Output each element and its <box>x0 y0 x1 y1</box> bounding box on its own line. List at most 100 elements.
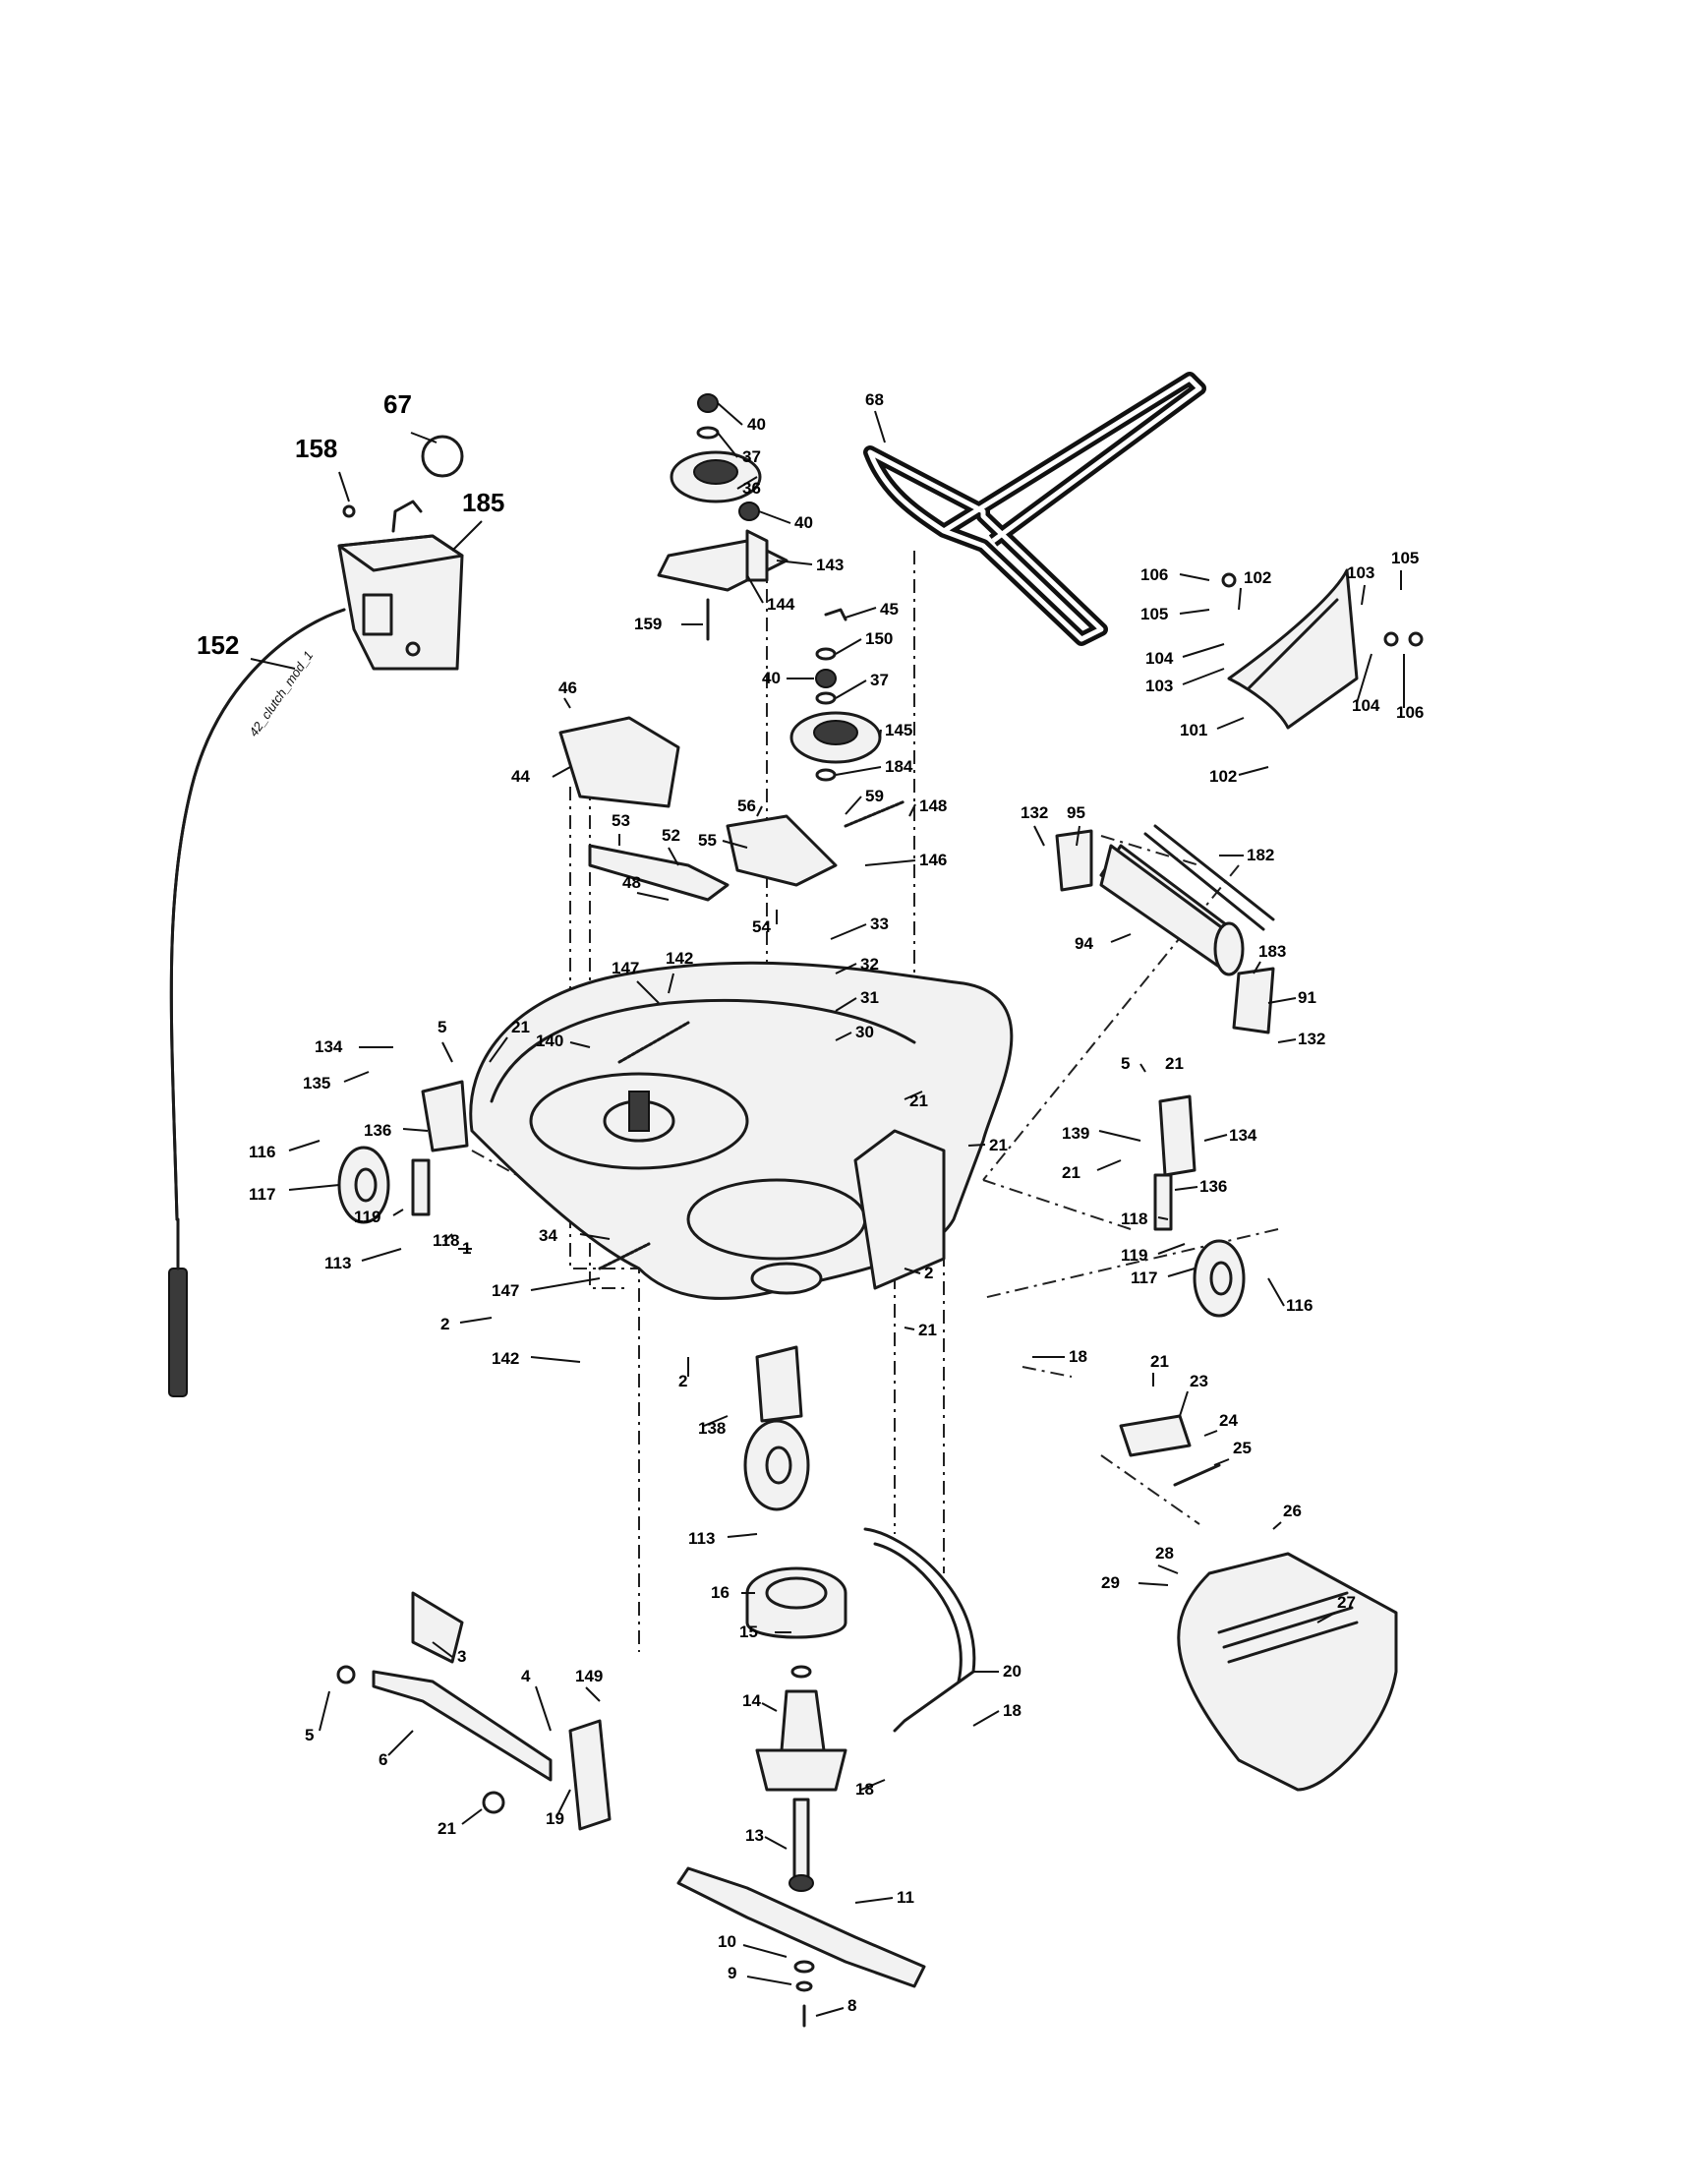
mower-blade <box>676 1866 926 1988</box>
part-callout-32: 32 <box>860 955 879 974</box>
spindle-assembly <box>745 1566 847 1892</box>
part-callout-116: 116 <box>1286 1296 1313 1315</box>
callout-leader <box>1110 933 1132 943</box>
callout-leader <box>835 963 857 974</box>
mulch-cover <box>1177 1552 1398 1792</box>
part-callout-118: 118 <box>1121 1210 1147 1228</box>
part-callout-104: 104 <box>1145 649 1174 668</box>
part-callout-27: 27 <box>1337 1593 1356 1612</box>
part-callout-53: 53 <box>612 811 630 830</box>
callout-leader <box>563 697 571 709</box>
part-callout-52: 52 <box>662 826 680 845</box>
part-callout-117: 117 <box>249 1185 275 1204</box>
part-callout-26: 26 <box>1283 1502 1302 1520</box>
callout-leader <box>835 766 882 776</box>
part-callout-136: 136 <box>364 1121 391 1140</box>
callout-leader <box>1179 1390 1189 1417</box>
wheel-brackets <box>411 1080 1197 1423</box>
callout-leader <box>569 1041 591 1048</box>
callout-leader <box>854 1897 894 1904</box>
callout-leader <box>830 923 867 940</box>
part-callout-21: 21 <box>438 1819 456 1838</box>
part-callout-30: 30 <box>855 1023 874 1041</box>
callout-leader <box>1182 668 1225 685</box>
part-callout-59: 59 <box>865 787 884 805</box>
part-callout-118: 118 <box>433 1231 459 1250</box>
part-callout-2: 2 <box>440 1315 449 1333</box>
part-callout-132: 132 <box>1021 803 1048 822</box>
part-callout-36: 36 <box>742 479 761 498</box>
callout-leader <box>402 1128 429 1132</box>
part-callout-159: 159 <box>634 615 662 633</box>
part-callout-116: 116 <box>249 1143 275 1161</box>
callout-leader <box>860 1779 886 1791</box>
part-callout-11: 11 <box>897 1888 914 1907</box>
callout-leader <box>451 520 483 552</box>
callout-leader <box>459 1317 493 1324</box>
lift-link <box>336 1591 612 1831</box>
callout-leader <box>1253 961 1261 974</box>
callout-leader <box>1277 1038 1297 1043</box>
part-callout-135: 135 <box>303 1074 330 1092</box>
part-callout-185: 185 <box>462 488 504 517</box>
part-callout-102: 102 <box>1209 767 1237 786</box>
callout-leader <box>579 1233 611 1240</box>
callout-leader <box>668 973 674 994</box>
callout-leader <box>636 980 660 1004</box>
callout-leader <box>1267 997 1297 1004</box>
callout-leader <box>387 1730 414 1756</box>
part-callout-21: 21 <box>1165 1054 1184 1073</box>
callout-leader <box>717 432 738 458</box>
callout-leader <box>874 410 886 443</box>
part-callout-152: 152 <box>197 630 239 660</box>
callout-leader <box>1033 825 1045 847</box>
part-callout-8: 8 <box>847 1996 856 2015</box>
callout-leader <box>410 432 438 443</box>
part-callout-1: 1 <box>462 1239 471 1258</box>
part-callout-134: 134 <box>315 1037 343 1056</box>
part-callout-140: 140 <box>536 1032 563 1050</box>
baffle-20 <box>863 1527 976 1733</box>
part-callout-5: 5 <box>438 1018 446 1036</box>
part-callout-132: 132 <box>1298 1030 1325 1048</box>
part-callout-147: 147 <box>492 1281 519 1300</box>
callout-leader <box>717 402 743 426</box>
part-callout-143: 143 <box>816 556 844 574</box>
callout-leader <box>972 1710 1000 1727</box>
anti-scalp-roller <box>1055 824 1275 1034</box>
part-callout-4: 4 <box>521 1667 531 1685</box>
callout-leader <box>756 805 763 817</box>
part-callout-144: 144 <box>767 595 795 614</box>
callout-leader <box>845 796 862 815</box>
part-callout-13: 13 <box>745 1826 764 1845</box>
part-callout-138: 138 <box>698 1419 726 1438</box>
callout-leader <box>746 1976 792 1985</box>
part-callout-145: 145 <box>885 721 912 739</box>
part-callout-21: 21 <box>1150 1352 1169 1371</box>
part-callout-91: 91 <box>1298 988 1316 1007</box>
part-callout-67: 67 <box>383 389 412 419</box>
part-callout-46: 46 <box>558 679 577 697</box>
callout-leader <box>1139 1063 1146 1073</box>
part-callout-102: 102 <box>1244 568 1271 587</box>
callout-leader <box>1267 1277 1285 1307</box>
callout-leader <box>555 1789 571 1818</box>
callout-leader <box>904 1327 915 1330</box>
part-callout-21: 21 <box>1062 1163 1080 1182</box>
part-callout-44: 44 <box>511 767 530 786</box>
mower-deck-housing <box>469 961 1014 1300</box>
part-callout-113: 113 <box>324 1254 351 1272</box>
part-callout-37: 37 <box>870 671 889 689</box>
part-callout-101: 101 <box>1180 721 1207 739</box>
callout-leader <box>636 892 670 901</box>
callout-leader <box>835 679 867 699</box>
callout-leader <box>1098 1130 1141 1142</box>
callout-leader <box>1272 1521 1282 1530</box>
callout-leader <box>1157 1243 1186 1255</box>
callout-leader <box>1213 1458 1230 1466</box>
part-callout-134: 134 <box>1229 1126 1257 1145</box>
callout-leader <box>530 1356 581 1363</box>
idler-pulley-145 <box>789 608 882 782</box>
part-callout-19: 19 <box>546 1809 564 1828</box>
